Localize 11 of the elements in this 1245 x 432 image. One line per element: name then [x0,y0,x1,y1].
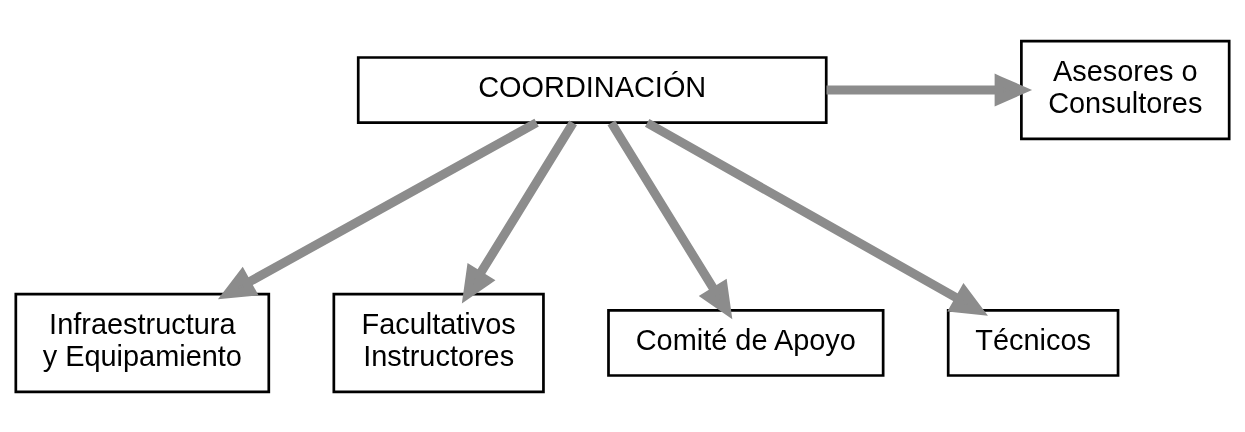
arrow [461,120,577,303]
node-box: Asesores o Consultores [1020,39,1231,140]
arrow [644,118,988,316]
node-box: Técnicos [946,308,1120,377]
node-box: Infraestructura y Equipamiento [14,292,271,393]
node-box: Comité de Apoyo [607,308,885,377]
node-box: COORDINACIÓN [356,55,828,124]
arrow [217,118,539,299]
node-box: Facultativos Instructores [332,292,545,393]
arrow [607,120,733,319]
arrow [826,73,1033,106]
